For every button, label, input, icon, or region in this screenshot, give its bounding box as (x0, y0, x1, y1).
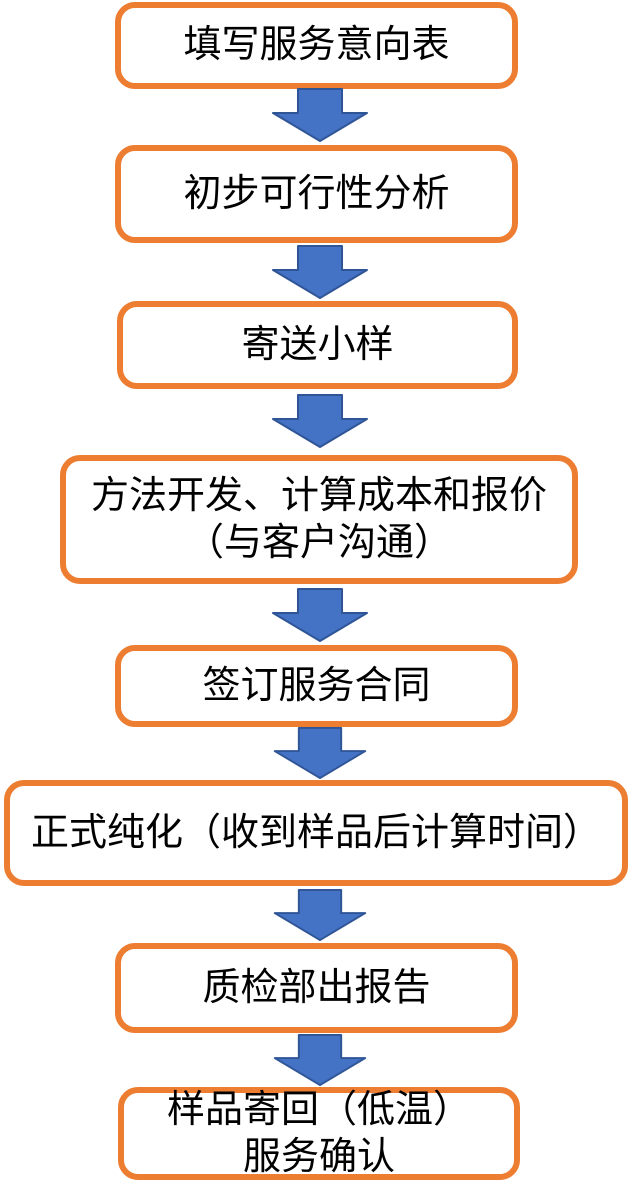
flow-step-1: 填写服务意向表 (115, 2, 518, 89)
flow-step-7-label: 质检部出报告 (202, 966, 431, 1009)
flow-step-1-label: 填写服务意向表 (183, 24, 450, 67)
flow-step-8: 样品寄回（低温） 服务确认 (118, 1087, 520, 1180)
flow-step-2: 初步可行性分析 (115, 145, 518, 243)
flow-step-3-label: 寄送小样 (241, 323, 394, 366)
down-arrow-icon (272, 394, 368, 448)
down-arrow-icon (273, 727, 367, 779)
flow-step-5: 签订服务合同 (115, 645, 518, 727)
flow-step-5-label: 签订服务合同 (202, 664, 431, 707)
down-arrow-icon (273, 889, 367, 941)
flow-step-8-label-line2: 服务确认 (242, 1135, 395, 1178)
flow-step-8-label-line1: 样品寄回（低温） (166, 1089, 471, 1132)
flow-step-4: 方法开发、计算成本和报价 （与客户沟通） (60, 455, 578, 584)
down-arrow-icon (273, 1034, 367, 1086)
down-arrow-icon (272, 245, 368, 299)
flow-step-6: 正式纯化（收到样品后计算时间） (4, 780, 628, 886)
flow-step-7: 质检部出报告 (115, 943, 518, 1033)
down-arrow-icon (272, 88, 368, 142)
flow-step-6-label: 正式纯化（收到样品后计算时间） (30, 811, 601, 854)
flow-step-4-label-line1: 方法开发、计算成本和报价 (90, 475, 547, 518)
down-arrow-icon (272, 588, 368, 642)
flow-step-3: 寄送小样 (117, 301, 518, 389)
flow-step-4-label-line2: （与客户沟通） (185, 521, 452, 564)
flow-step-2-label: 初步可行性分析 (183, 172, 450, 215)
